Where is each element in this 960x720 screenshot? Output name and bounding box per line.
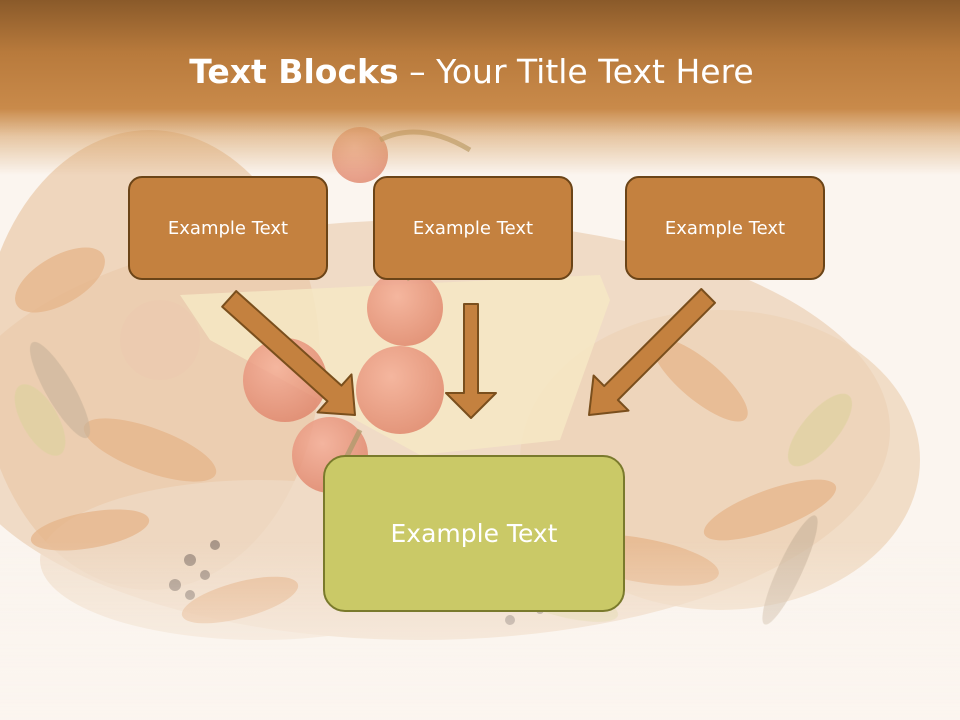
- text-block-3[interactable]: Example Text: [625, 176, 825, 280]
- text-block-1[interactable]: Example Text: [128, 176, 328, 280]
- result-block[interactable]: Example Text: [323, 455, 625, 612]
- text-block-3-label: Example Text: [664, 217, 786, 239]
- header-band: [0, 0, 960, 175]
- text-block-2[interactable]: Example Text: [373, 176, 573, 280]
- text-block-2-label: Example Text: [412, 217, 534, 239]
- result-block-label: Example Text: [390, 519, 558, 548]
- title-dash: –: [398, 52, 437, 91]
- slide-title: Text Blocks – Your Title Text Here: [0, 52, 943, 91]
- title-rest: Your Title Text Here: [436, 52, 754, 91]
- title-bold: Text Blocks: [189, 52, 399, 91]
- text-block-1-label: Example Text: [167, 217, 289, 239]
